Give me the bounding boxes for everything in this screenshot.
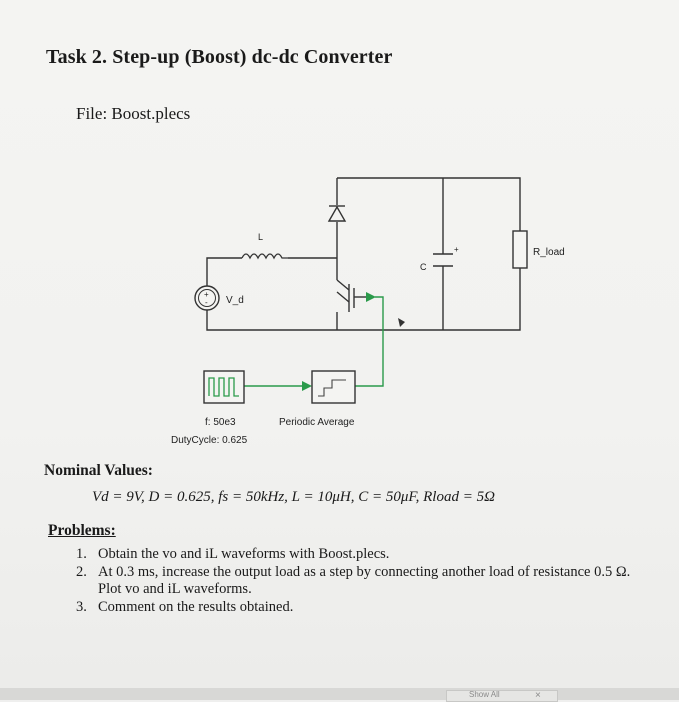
capacitor-icon — [433, 253, 453, 267]
gate-wire — [355, 296, 384, 387]
list-item: 2. At 0.3 ms, increase the output load a… — [76, 564, 631, 597]
svg-text:-: - — [205, 298, 208, 307]
nominal-values-heading: Nominal Values: — [44, 462, 153, 479]
inductor-label: L — [258, 232, 263, 242]
list-item: 1. Obtain the vo and iL waveforms with B… — [76, 546, 390, 562]
svg-text:+: + — [204, 290, 209, 299]
switch-wire — [336, 258, 350, 330]
list-item: 3. Comment on the results obtained. — [76, 599, 294, 615]
close-icon[interactable]: × — [535, 690, 541, 701]
source-label: V_d — [226, 295, 244, 306]
show-all-button[interactable]: Show All — [469, 690, 500, 699]
capacitor-label: C — [420, 262, 427, 272]
top-wire — [337, 177, 521, 232]
nominal-values-equation: Vd = 9V, D = 0.625, fs = 50kHz, L = 10μH… — [92, 489, 495, 505]
bottom-wire — [206, 268, 521, 331]
svg-text:+: + — [454, 245, 459, 254]
problems-list: 1. Obtain the vo and iL waveforms with B… — [76, 546, 656, 617]
voltage-source-icon: + - — [194, 285, 220, 311]
diode-icon — [327, 205, 347, 222]
igbt-switch-icon — [336, 279, 366, 312]
periodic-average-icon — [311, 370, 356, 404]
load-label: R_load — [533, 247, 565, 258]
pwm-generator-icon — [203, 370, 245, 404]
duty-cycle-label: DutyCycle: 0.625 — [171, 435, 248, 446]
periodic-average-label: Periodic Average — [279, 417, 355, 428]
bottom-toolbar — [0, 688, 679, 700]
left-wire — [206, 257, 242, 298]
page-title: Task 2. Step-up (Boost) dc-dc Converter — [46, 46, 393, 68]
file-name: File: Boost.plecs — [76, 104, 191, 123]
frequency-label: f: 50e3 — [205, 417, 236, 428]
resistor-icon — [512, 230, 528, 269]
inductor-icon — [241, 253, 288, 260]
boost-converter-schematic: L + C R_load + - V_d — [171, 177, 565, 446]
show-all-bar[interactable]: Show All × — [446, 690, 558, 702]
problems-heading: Problems: — [48, 522, 116, 539]
